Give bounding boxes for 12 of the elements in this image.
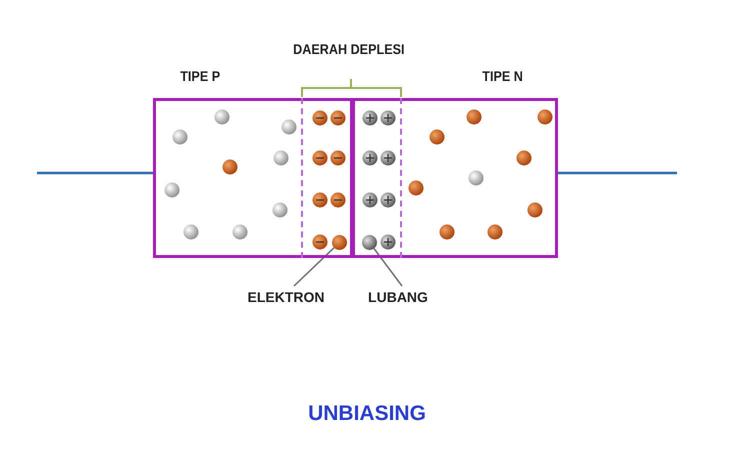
label-text: LUBANG	[367, 288, 429, 306]
lead-wire	[558, 172, 677, 174]
electron-ball	[332, 235, 347, 250]
hole-ball	[362, 235, 377, 250]
leader-line	[293, 247, 335, 287]
region-heading: DAERAH DEPLESI	[293, 41, 404, 57]
region-heading: TIPE N	[482, 68, 523, 84]
caption: UNBIASING	[307, 402, 427, 426]
label-text: ELEKTRON	[246, 288, 326, 306]
region-heading: TIPE P	[180, 68, 220, 84]
lead-wire	[37, 172, 153, 174]
leader-line	[373, 248, 403, 286]
